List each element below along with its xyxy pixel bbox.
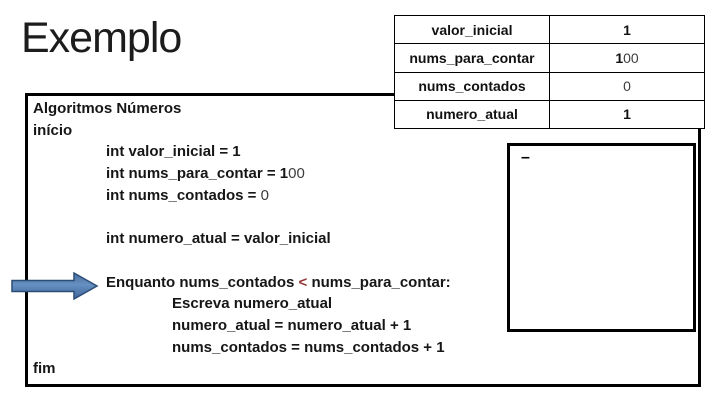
code-line: início [0,120,500,142]
text-part: nums_para_contar: [307,273,451,291]
text-part: início [33,121,73,139]
code-line: int numero_atual = valor_inicial [0,228,500,250]
text-part: numero_atual = numero_atual + 1 [172,316,412,334]
text-part: 1 [623,106,631,123]
code-line: int nums_contados = 0 [0,185,500,207]
pseudocode-block: Algoritmos Números início int valor_inicia… [0,98,500,380]
text-part: int numero_atual = valor_inicial [106,230,331,248]
code-blank-line [0,250,500,272]
pointer-arrow-icon [11,271,99,301]
text-part: nums_contados = nums_contados + 1 [172,338,445,356]
code-line: numero_atual = numero_atual + 1 [0,315,500,337]
output-console-box: – [507,143,696,332]
text-part: Escreva numero_atual [172,295,333,313]
text-part: 0 [623,78,631,95]
table-row: nums_contados 0 [394,71,705,101]
text-part: Algoritmos Números [33,100,182,117]
variable-value-cell: 100 [549,43,705,73]
variable-value-cell: 1 [549,99,705,130]
code-line: Escreva numero_atual [0,293,500,315]
text-part: Enquanto nums_contados [106,273,299,291]
variable-value-cell: 0 [549,71,705,101]
text-part: 0 [260,186,269,204]
text-part: int nums_para_contar = 1 [106,165,289,183]
table-row: numero_atual 1 [394,99,705,130]
text-part: 1 [615,49,624,66]
text-part: int nums_contados = [106,186,261,204]
variable-value-cell: 1 [549,14,705,45]
algorithm-box [25,93,701,387]
code-line: Algoritmos Números [0,98,500,120]
page-title: Exemplo [21,14,182,62]
variable-name-cell: numero_atual [394,99,550,130]
text-part: fim [33,360,56,378]
code-line: int valor_inicial = 1 [0,141,500,163]
text-part: 1 [623,21,631,38]
code-line: fim [0,358,500,380]
comparison-operator: < [298,273,308,291]
variable-name-cell: valor_inicial [394,14,550,45]
text-part: 00 [288,165,305,183]
text-part: int valor_inicial = 1 [106,143,241,161]
variable-name-cell: nums_para_contar [394,43,550,73]
code-blank-line [0,206,500,228]
variable-name-cell: nums_contados [394,71,550,101]
code-line: int nums_para_contar = 100 [0,163,500,185]
code-line: nums_contados = nums_contados + 1 [0,337,500,359]
table-row: valor_inicial 1 [394,14,705,45]
console-cursor: – [521,149,530,166]
code-line: Enquanto nums_contados < nums_para_conta… [0,272,500,294]
text-part: 00 [623,49,639,66]
